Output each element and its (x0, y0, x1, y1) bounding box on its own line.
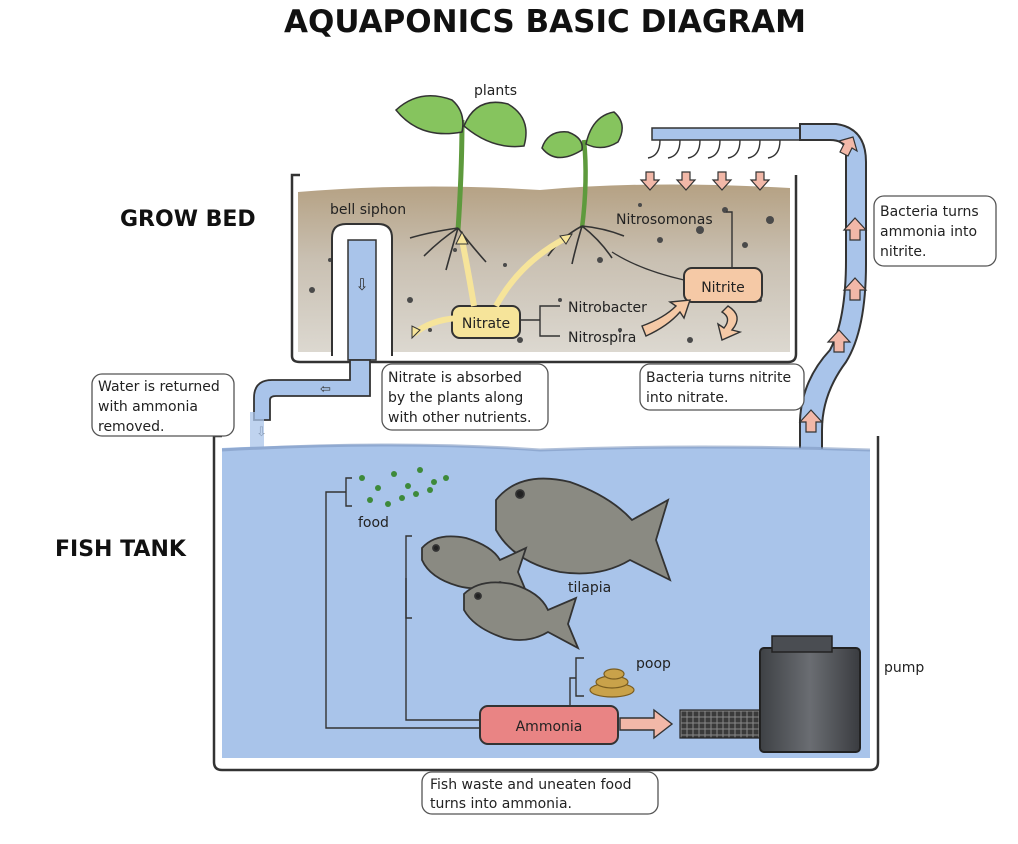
svg-text:into nitrate.: into nitrate. (646, 390, 728, 406)
bell-siphon: ⇩ (331, 223, 393, 361)
poop-label: poop (636, 656, 671, 672)
note-bacteria-ammonia: Bacteria turns ammonia into nitrite. (873, 195, 997, 267)
pump-intake-mesh (679, 709, 765, 739)
nitrobacter-bracket (520, 305, 560, 337)
return-pipe (253, 359, 371, 421)
food-pellets (359, 467, 449, 507)
pump-label: pump (884, 660, 924, 676)
leaf-icon (541, 131, 583, 159)
ammonia-badge: Ammonia (479, 705, 619, 745)
tilapia-fish (421, 477, 672, 650)
leaf-icon (585, 111, 623, 149)
svg-text:turns into ammonia.: turns into ammonia. (430, 796, 572, 812)
pump-body (759, 647, 861, 753)
fish-icon (421, 535, 530, 598)
return-arrow-icon: ⇦ (320, 382, 331, 397)
diagram-title: AQUAPONICS BASIC DIAGRAM (284, 4, 806, 40)
svg-text:Bacteria turns: Bacteria turns (880, 204, 979, 220)
grow-bed (290, 173, 798, 364)
nitrite-badge: Nitrite (683, 267, 763, 303)
plants-label: plants (474, 83, 517, 99)
svg-text:Water is returned: Water is returned (98, 379, 220, 395)
nitrobacter-label: Nitrobacter (568, 300, 647, 316)
svg-text:Bacteria turns nitrite: Bacteria turns nitrite (646, 370, 791, 386)
svg-text:nitrite.: nitrite. (880, 244, 926, 260)
conversion-arrows (641, 299, 743, 341)
svg-text:removed.: removed. (98, 419, 165, 435)
nitrospira-label: Nitrospira (568, 330, 636, 346)
svg-text:by the plants along: by the plants along (388, 390, 523, 406)
fish-icon (463, 581, 580, 650)
svg-text:ammonia into: ammonia into (880, 224, 977, 240)
tank-water (222, 444, 870, 758)
leaf-icon (394, 95, 464, 135)
nitrosomonas-label: Nitrosomonas (616, 212, 713, 228)
ammonia-source-brackets (325, 477, 584, 729)
water-surface (221, 443, 871, 452)
note-fish-waste: Fish waste and uneaten food turns into a… (421, 771, 659, 815)
tilapia-label: tilapia (568, 580, 611, 596)
tank-container (212, 434, 880, 772)
nitrate-badge: Nitrate (451, 305, 521, 339)
fish-tank-label: FISH TANK (55, 537, 187, 562)
ammonia-to-pump-arrow (619, 708, 674, 740)
grow-bed-label: GROW BED (120, 207, 256, 232)
note-nitrate-absorbed: Nitrate is absorbed by the plants along … (381, 363, 549, 431)
svg-text:Ammonia: Ammonia (516, 719, 583, 735)
svg-text:Nitrate: Nitrate (462, 316, 510, 332)
spray-bar (639, 127, 801, 191)
grow-bed-container (290, 173, 798, 364)
fish-tank (212, 434, 880, 772)
gravel (309, 203, 774, 343)
note-water-returned: Water is returned with ammonia removed. (91, 373, 235, 437)
svg-text:Nitrite: Nitrite (701, 280, 745, 296)
grow-media (298, 184, 790, 352)
nitrite-plant-link (611, 251, 685, 281)
svg-text:Fish waste and uneaten food: Fish waste and uneaten food (430, 777, 632, 793)
food-label: food (358, 515, 389, 531)
bell-siphon-label: bell siphon (330, 202, 406, 218)
note-bacteria-nitrite: Bacteria turns nitrite into nitrate. (639, 363, 805, 411)
fish-icon (495, 477, 672, 582)
plants (394, 95, 625, 271)
svg-text:Nitrate is absorbed: Nitrate is absorbed (388, 370, 522, 386)
pump (679, 635, 861, 753)
leaf-icon (463, 101, 527, 148)
siphon-arrow-icon: ⇩ (355, 275, 368, 294)
svg-text:with ammonia: with ammonia (98, 399, 198, 415)
svg-text:with other nutrients.: with other nutrients. (388, 410, 532, 426)
poop-icon (589, 668, 635, 698)
